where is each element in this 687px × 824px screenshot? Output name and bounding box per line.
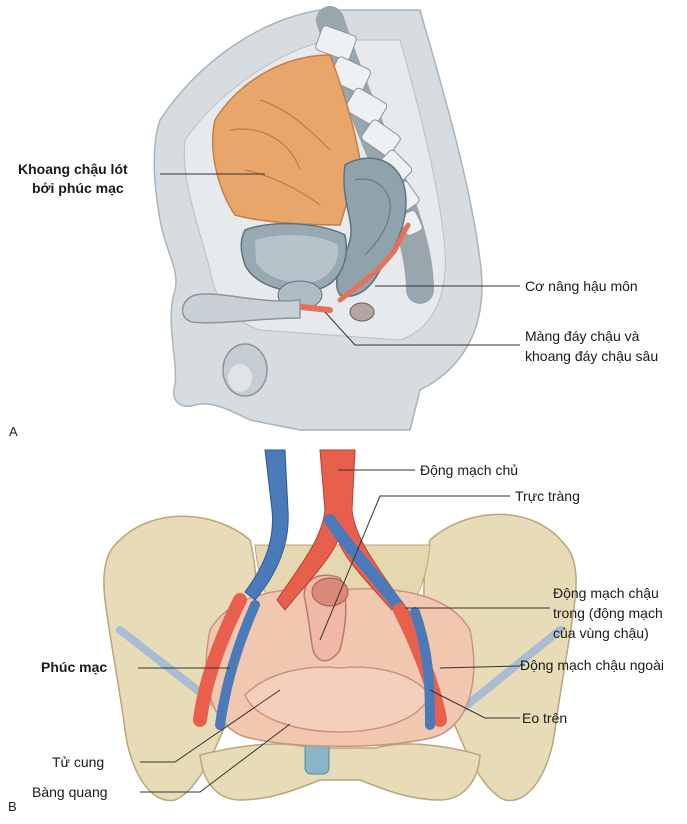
- label-perineal-membrane-line1: Màng đáy chậu và: [525, 328, 640, 344]
- left-external-iliac-vein: [215, 600, 260, 730]
- label-peritoneal-cavity-line2: bởi phúc mạc: [32, 180, 124, 196]
- label-bladder: Bàng quang: [32, 784, 108, 800]
- label-internal-iliac-line3: của vùng chậu): [553, 625, 649, 641]
- leader-perineal-membrane: [324, 311, 520, 346]
- label-peritoneal-cavity-line1: Khoang chậu lót: [18, 161, 128, 177]
- leader-uterus: [140, 689, 281, 763]
- label-levator-ani: Cơ nâng hậu môn: [525, 278, 638, 294]
- levator-ani-muscle: [337, 222, 411, 303]
- label-peritoneum: Phúc mạc: [41, 659, 108, 675]
- label-aorta: Động mạch chủ: [420, 462, 519, 478]
- right-external-iliac-vein: [410, 607, 435, 730]
- vena-cava: [244, 449, 289, 601]
- label-uterus: Tử cung: [52, 754, 105, 770]
- panel-b-letter: B: [8, 799, 17, 814]
- panel-a-letter: A: [9, 424, 18, 439]
- pubic-bone: [199, 743, 481, 801]
- leader-external-iliac: [439, 665, 521, 669]
- label-perineal-membrane-line2: khoang đáy chậu sâu: [525, 348, 659, 364]
- leader-rectum: [319, 495, 510, 641]
- leader-pelvic-inlet: [429, 689, 520, 719]
- rectum: [335, 157, 407, 297]
- panel-a-sagittal-section: [153, 6, 520, 431]
- rectum-opening: [311, 577, 349, 607]
- left-external-iliac-artery: [193, 593, 247, 727]
- right-common-vein: [324, 514, 411, 621]
- label-external-iliac: Động mạch chậu ngoài: [520, 657, 664, 673]
- label-rectum: Trực tràng: [515, 488, 580, 504]
- leader-bladder: [140, 723, 291, 793]
- panel-b-anterior-view: [103, 449, 577, 802]
- right-iliac-bone: [423, 513, 577, 802]
- label-internal-iliac-line1: Động mạch chậu: [553, 585, 659, 601]
- label-internal-iliac-line2: trong (động mạch: [553, 605, 663, 621]
- label-pelvic-inlet: Eo trên: [522, 710, 568, 726]
- anal-canal: [349, 302, 375, 322]
- penis: [181, 293, 301, 324]
